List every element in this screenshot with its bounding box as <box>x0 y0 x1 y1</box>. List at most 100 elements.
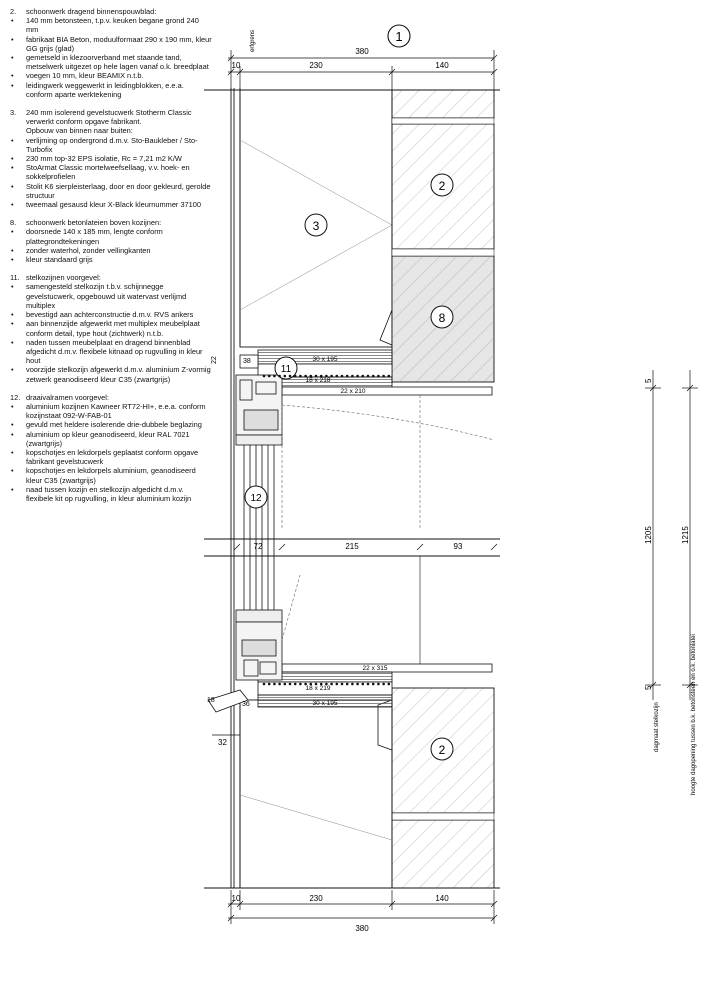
note-item: aan binnenzijde afgewerkt met multiplex … <box>10 319 212 337</box>
gasket-dot <box>278 374 281 378</box>
note-item: naden tussen meubelplaat en dragend binn… <box>10 338 212 366</box>
board-label-upper-b: 18 x 218 <box>306 377 331 384</box>
top-dimension-lines <box>227 50 498 90</box>
gasket-dot <box>288 682 292 686</box>
gasket-dot <box>377 374 380 378</box>
gasket-dot <box>304 374 307 378</box>
board-label-lower-b: 18 x 219 <box>306 685 331 692</box>
note-item: gevuld met heldere isolerende drie-dubbe… <box>10 420 212 429</box>
tag-11: 11 <box>281 364 292 375</box>
gasket-dot <box>314 374 318 378</box>
vlabel-opening: dagmaat stelkozijn <box>654 702 660 752</box>
gasket-dot <box>387 374 391 378</box>
note-item: Stolit K6 sierpleisterlaag, door en door… <box>10 182 212 200</box>
mid-dimension-ticks <box>233 543 498 551</box>
note-heading: 3.240 mm isolerend gevelstucwerk Stother… <box>10 108 212 126</box>
gasket-dot <box>330 374 333 378</box>
gasket-dot <box>283 682 287 686</box>
board-label-upper-c: 22 x 210 <box>341 388 366 395</box>
gasket-dot <box>361 682 365 686</box>
note-title: 240 mm isolerend gevelstucwerk Stotherm … <box>26 108 192 127</box>
tag-2-lower: 2 <box>439 743 446 757</box>
gasket-dot <box>356 682 359 686</box>
sash-swing <box>281 395 495 641</box>
mid-dim-c: 93 <box>454 542 463 551</box>
gasket-dot <box>325 374 328 378</box>
note-item: gemetseld in klezoorverband met staande … <box>10 53 212 71</box>
note-title: schoonwerk dragend binnenspouwblad: <box>26 7 157 16</box>
note-list: 140 mm betonsteen, t.p.v. keuken begane … <box>10 16 212 99</box>
note-item: verlijming op ondergrond d.m.v. Sto-Bauk… <box>10 136 212 154</box>
note-item: bevestigd aan achterconstructie d.m.v. R… <box>10 310 212 319</box>
gasket-dot <box>351 682 354 686</box>
gasket-dot <box>366 682 370 686</box>
gasket-dot <box>340 682 344 686</box>
vdim-height: 1215 <box>681 526 690 544</box>
bottom-dimension-lines <box>227 890 498 924</box>
tag-2-upper: 2 <box>439 179 446 193</box>
gasket-dot <box>319 374 323 378</box>
gasket-dot <box>387 682 391 686</box>
note-item: zonder waterhol, zonder vellingkanten <box>10 246 212 255</box>
top-dim-left: 10 <box>232 61 241 70</box>
gasket-dot <box>319 682 323 686</box>
note-list: doorsnede 140 x 185 mm, lengte conform p… <box>10 227 212 264</box>
gasket-dot <box>293 682 297 686</box>
top-dim-total: 380 <box>355 47 369 56</box>
note-item: voegen 10 mm, kleur BEAMIX n.t.b. <box>10 71 212 80</box>
small-dim-18: 18 <box>207 697 215 704</box>
note-title: draaivalramen voorgevel: <box>26 392 109 402</box>
gasket-dot <box>273 682 276 686</box>
lower-masonry <box>391 687 495 889</box>
note-item: kleur standaard grijs <box>10 255 212 264</box>
note-item: tweemaal gesausd kleur X-Black kleurnumm… <box>10 200 212 209</box>
gasket-dot <box>309 374 313 378</box>
gasket-dot <box>345 374 349 378</box>
board-label-lower-c: 30 x 195 <box>313 700 338 707</box>
mid-dim-b: 215 <box>345 542 359 551</box>
gasket-dot <box>267 682 271 686</box>
tag-12: 12 <box>250 493 262 504</box>
mid-dim-a: 72 <box>254 542 263 551</box>
gasket-dot <box>377 682 380 686</box>
vertical-dimension-lines <box>645 370 698 700</box>
gasket-dot <box>382 374 385 378</box>
note-item: 140 mm betonsteen, t.p.v. keuken begane … <box>10 16 212 34</box>
note-list: samengesteld stelkozijn t.b.v. schijnneg… <box>10 282 212 383</box>
gasket-dot <box>299 682 302 686</box>
window-frame <box>235 374 283 681</box>
lower-insulation <box>239 699 393 889</box>
small-dim-36: 36 <box>242 701 250 708</box>
gasket-dot <box>278 682 281 686</box>
gasket-dot <box>356 374 359 378</box>
vdim-opening: 1205 <box>644 526 653 544</box>
note-subtitle: Opbouw van binnen naar buiten: <box>26 126 133 136</box>
note-item: kopschotjes en lekdorpels aluminium, gea… <box>10 466 212 484</box>
gasket-dot <box>335 374 339 378</box>
gasket-dot <box>361 374 365 378</box>
vdim-top-offset: 5 <box>644 378 653 383</box>
note-title: schoonwerk betonlateien boven kozijnen: <box>26 218 162 228</box>
vlabel-height: hoogte dagopening tussen b.k. betonsteen… <box>691 634 697 795</box>
note-item: StoArmat Classic mortelweefsellaag, v.v.… <box>10 163 212 181</box>
lower-boards <box>207 663 493 713</box>
note-item: naad tussen kozijn en stelkozijn afgedic… <box>10 485 212 503</box>
note-list: aluminium kozijnen Kawneer RT72-HI+, e.e… <box>10 402 212 503</box>
board-label-upper-a: 30 x 195 <box>313 356 338 363</box>
note-heading: 12.draaivalramen voorgevel: <box>10 393 212 402</box>
tag-3: 3 <box>313 219 320 233</box>
note-item: voorzijde stelkozijn afgewerkt d.m.v. al… <box>10 365 212 383</box>
note-item: kopschotjes en lekdorpels geplaatst conf… <box>10 448 212 466</box>
gasket-dot <box>273 374 276 378</box>
note-item: leidingwerk weggewerkt in leidingblokken… <box>10 81 212 99</box>
note-heading: 8. schoonwerk betonlateien boven kozijnen… <box>10 218 212 227</box>
bottom-dim-left: 10 <box>232 894 241 903</box>
note-number: 8. <box>10 218 17 228</box>
note-item: doorsnede 140 x 185 mm, lengte conform p… <box>10 227 212 245</box>
note-heading: 11.stelkozijnen voorgevel: <box>10 273 212 282</box>
gasket-dot <box>335 682 339 686</box>
gasket-dot <box>309 682 313 686</box>
gasket-dot <box>299 374 302 378</box>
gasket-dot <box>340 374 344 378</box>
